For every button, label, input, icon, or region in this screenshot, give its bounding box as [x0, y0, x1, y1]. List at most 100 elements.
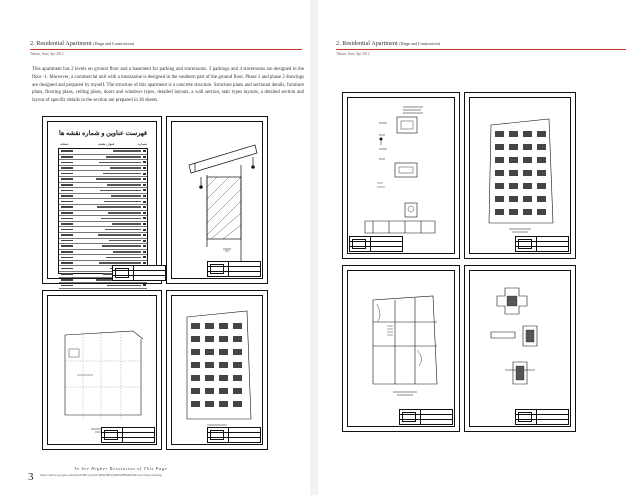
column-mark [509, 170, 518, 176]
column-mark [537, 170, 546, 176]
column-mark [523, 209, 532, 215]
column-mark [205, 401, 214, 407]
column-mark [537, 196, 546, 202]
column-mark [523, 144, 532, 150]
table-row [59, 222, 147, 228]
column-mark [509, 183, 518, 189]
column-mark [233, 388, 242, 394]
table-row [59, 199, 147, 205]
column-details-drawing [490, 287, 538, 385]
page-number: 3 [28, 471, 34, 483]
drawing-sheet-index [42, 116, 162, 284]
column-mark [509, 157, 518, 163]
column-mark [219, 362, 228, 368]
column-mark [495, 144, 504, 150]
table-row [59, 194, 147, 200]
table-row [59, 171, 147, 177]
page-header-note: (Dsign and Construction) [399, 41, 440, 46]
column-mark [495, 196, 504, 202]
table-row [59, 283, 147, 289]
table-row [59, 183, 147, 189]
table-row [59, 216, 147, 222]
column-mark [191, 362, 200, 368]
table-row [59, 155, 147, 161]
page-header-title: 2. Residential Apartment (Dsign and Cons… [30, 40, 134, 47]
column-mark [523, 183, 532, 189]
column-mark [219, 336, 228, 342]
column-mark [233, 349, 242, 355]
header-rule [30, 49, 302, 50]
column-mark [205, 349, 214, 355]
stairs-drawing [372, 295, 438, 396]
page-header-subtitle: Tehran, Iran | Apr 2012 [336, 52, 370, 56]
table-row [59, 177, 147, 183]
col-sheet: صفحه [60, 142, 69, 146]
column-mark [495, 157, 504, 163]
column-mark [191, 401, 200, 407]
page-header-note: (Dsign and Construction) [93, 41, 134, 46]
column-mark [495, 170, 504, 176]
table-row [59, 211, 147, 217]
column-mark [523, 170, 532, 176]
foundation-drawing [488, 118, 554, 233]
column-mark [191, 323, 200, 329]
column-mark [523, 131, 532, 137]
column-mark [509, 196, 518, 202]
table-row [59, 250, 147, 256]
drawing-sheet-column-details [464, 265, 576, 432]
column-mark [233, 375, 242, 381]
table-row [59, 239, 147, 245]
col-number: شماره [137, 142, 147, 146]
drawing-sheet-plan [42, 290, 162, 450]
table-row [59, 160, 147, 166]
drawing-list-title: فهرست عناوین و شماره نقشه ها [58, 130, 148, 137]
column-mark [523, 157, 532, 163]
column-mark [537, 131, 546, 137]
column-mark [205, 336, 214, 342]
column-mark [537, 209, 546, 215]
column-mark [191, 388, 200, 394]
column-mark [205, 323, 214, 329]
column-mark [233, 336, 242, 342]
table-row [59, 255, 147, 261]
col-title: عنوان نقشه [98, 142, 115, 146]
column-mark [219, 388, 228, 394]
column-mark [495, 131, 504, 137]
table-row [59, 233, 147, 239]
table-row [59, 149, 147, 155]
column-mark [205, 388, 214, 394]
table-row [59, 227, 147, 233]
column-mark [523, 196, 532, 202]
table-row [59, 205, 147, 211]
column-mark [191, 375, 200, 381]
column-mark [219, 401, 228, 407]
column-mark [191, 336, 200, 342]
page-gutter [310, 0, 318, 495]
column-mark [495, 209, 504, 215]
left-page: 2. Residential Apartment (Dsign and Cons… [0, 0, 310, 495]
column-mark [509, 131, 518, 137]
column-mark [509, 144, 518, 150]
column-mark [191, 349, 200, 355]
column-mark [233, 401, 242, 407]
title-block [112, 265, 166, 281]
page-header-title: 2. Residential Apartment (Dsign and Cons… [336, 40, 440, 47]
column-mark [233, 362, 242, 368]
table-row [59, 244, 147, 250]
drawing-sheet-structure [166, 290, 268, 450]
structure-drawing [186, 310, 252, 429]
hi-res-link[interactable]: https://drive.google.com/file/d/0B-zyqSd… [40, 473, 162, 477]
hi-res-note: To See Higher Resolution of This Page [74, 466, 168, 471]
table-row [59, 261, 147, 267]
column-mark [219, 375, 228, 381]
column-mark [509, 209, 518, 215]
drawing-sheet-details [342, 92, 460, 259]
column-mark [537, 144, 546, 150]
column-mark [233, 323, 242, 329]
column-mark [537, 157, 546, 163]
project-description: This apartment has 2 levels on ground fl… [32, 67, 304, 104]
column-mark [219, 349, 228, 355]
drawing-sheet-stairs [342, 265, 460, 432]
column-mark [537, 183, 546, 189]
details-drawing [364, 106, 436, 234]
